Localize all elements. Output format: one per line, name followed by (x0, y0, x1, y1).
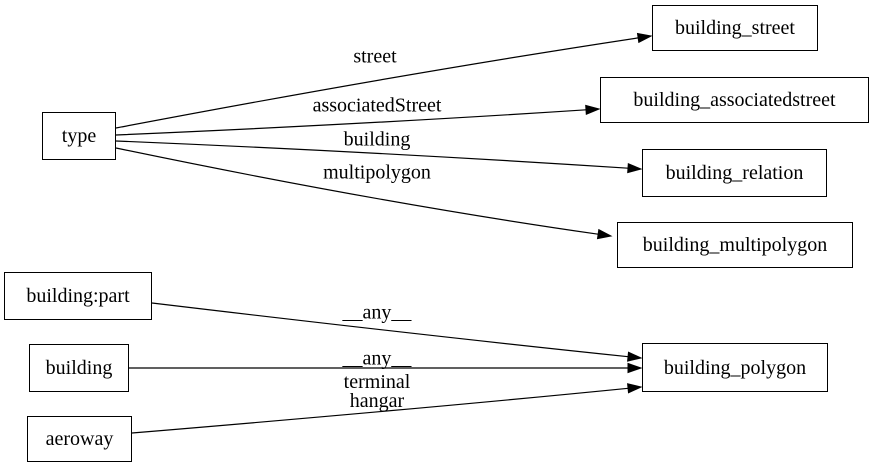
node-building_street: building_street (652, 5, 818, 51)
arrowhead-icon (627, 351, 643, 362)
node-label: building_associatedstreet (633, 89, 836, 111)
node-label: building_polygon (663, 356, 807, 379)
edge-label-type-to-building_associatedstreet: associatedStreet (312, 94, 442, 117)
edge-type-to-building_associatedstreet (115, 109, 587, 136)
arrowhead-icon (627, 162, 643, 174)
node-label: aeroway (45, 428, 114, 450)
node-label: building_multipolygon (642, 234, 828, 256)
node-label: building_street (675, 17, 795, 39)
node-building-part: building:part (4, 272, 152, 320)
node-aeroway: aeroway (27, 416, 132, 462)
node-label: type (61, 125, 97, 147)
edge-type-to-building_relation (115, 140, 629, 169)
edge-label-type-to-building_street: street (353, 45, 397, 68)
node-building_associatedstreet: building_associatedstreet (600, 77, 869, 123)
edge-label-type-to-building_multipolygon: multipolygon (323, 161, 431, 184)
edge-type-to-building_street (115, 37, 639, 129)
edge-label-type-to-building_relation: building (343, 128, 411, 151)
node-building_relation: building_relation (642, 149, 827, 197)
node-building_polygon: building_polygon (642, 343, 828, 392)
node-type: type (42, 112, 116, 160)
arrowhead-icon (596, 228, 613, 240)
edge-aeroway-to-building_polygon (131, 387, 629, 434)
edge-type-to-building_multipolygon (115, 147, 599, 235)
edge-label-building-part-to-building_polygon: __any__ (342, 301, 412, 324)
arrowhead-icon (627, 362, 643, 374)
node-building: building (29, 344, 129, 392)
edge-label-building-to-building_polygon: __any__ (342, 347, 412, 370)
node-label: building (45, 357, 113, 379)
arrowhead-icon (636, 32, 653, 44)
edge-building-part-to-building_polygon (151, 302, 629, 358)
node-label: building_relation (665, 162, 804, 184)
arrowhead-icon (585, 104, 601, 116)
arrowhead-icon (627, 383, 643, 394)
edge-label-aeroway-to-building_polygon: terminal hangar (343, 371, 411, 412)
node-building_multipolygon: building_multipolygon (617, 222, 853, 268)
node-label: building:part (26, 285, 130, 307)
